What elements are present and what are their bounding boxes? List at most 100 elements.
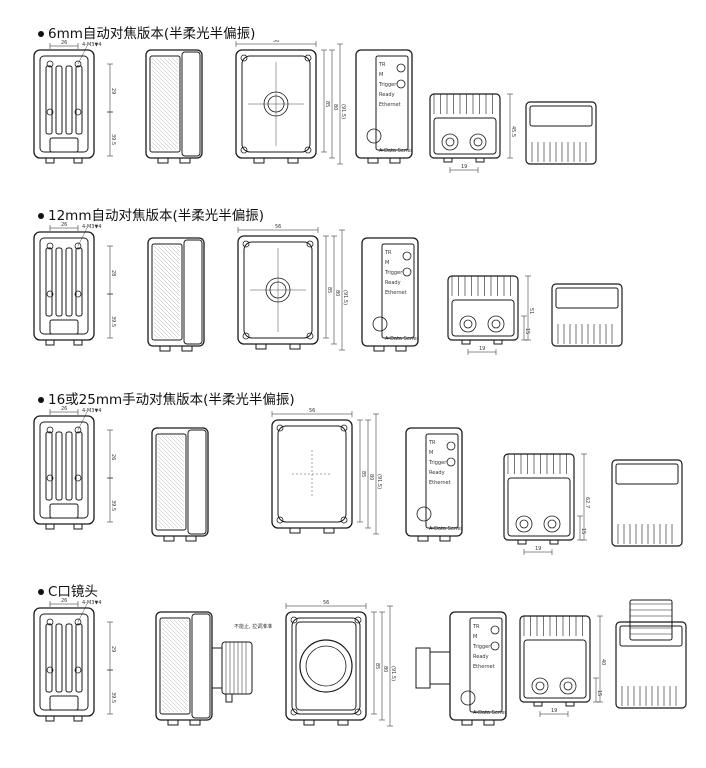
hatch-line <box>161 675 189 703</box>
hatch-line <box>157 451 185 479</box>
hatch-line <box>173 619 189 635</box>
hatch-pattern <box>157 435 185 529</box>
m12-connector <box>515 515 533 533</box>
hatch-line <box>157 511 175 529</box>
indicator-label: Ready <box>429 470 445 476</box>
heat-sink-fin <box>65 247 73 317</box>
top-housing <box>611 459 683 547</box>
dimension-label: 56 <box>309 408 315 414</box>
corner-screw <box>304 146 312 154</box>
mount-hole <box>74 618 82 626</box>
heat-sink-fin <box>45 65 53 135</box>
dimension-label: 15 <box>580 528 586 534</box>
indicator-label: Trigger <box>384 270 403 276</box>
dimension-label: 45.5 <box>510 126 516 137</box>
hatch-line <box>161 635 189 663</box>
hatch-line <box>157 439 185 467</box>
front-housing <box>285 611 367 721</box>
hatch-line <box>151 105 179 133</box>
hatch-line <box>153 313 179 339</box>
front-bezel <box>187 429 207 535</box>
section-heading-3: 16或25mm手动对焦版本(半柔光半偏振) <box>38 388 295 408</box>
leader-line <box>77 411 88 431</box>
hatch-line <box>161 683 189 711</box>
heat-sink-fin <box>55 247 63 317</box>
hatch-line <box>161 655 189 683</box>
connector-face <box>433 117 497 155</box>
screw-note: 4-M3▼4 <box>82 224 102 230</box>
back-housing <box>33 49 95 159</box>
bottom-housing <box>519 615 591 703</box>
hatch-line <box>161 671 189 699</box>
indicator-label: M <box>379 72 383 78</box>
top-view <box>611 459 683 547</box>
hatch-line <box>185 619 189 623</box>
front-bezel <box>183 239 203 345</box>
connector-face <box>523 639 587 699</box>
screw-note: 4-M3▼4 <box>82 42 102 48</box>
mount-hole <box>74 474 82 482</box>
m12-connector <box>543 515 561 533</box>
hatch-line <box>161 643 189 671</box>
hatch-line <box>151 97 179 125</box>
hatch-line <box>157 435 185 463</box>
top-housing <box>615 621 687 709</box>
heat-sink-fin <box>65 623 73 693</box>
mount-hole <box>74 666 82 674</box>
corner-screw <box>306 332 314 340</box>
foot <box>163 535 175 542</box>
leader-line <box>77 227 88 247</box>
heat-sink-fin <box>65 65 73 135</box>
hatch-line <box>151 81 179 109</box>
foot <box>461 339 471 345</box>
hatch-line <box>161 631 189 659</box>
back-housing <box>33 231 95 341</box>
hatch-line <box>153 253 181 281</box>
back-housing <box>33 415 95 525</box>
hatch-line <box>151 77 179 105</box>
screw-note: 4-M3▼4 <box>82 408 102 414</box>
bottom-housing <box>503 453 575 541</box>
mount-hole <box>74 426 82 434</box>
side-panel <box>159 617 191 715</box>
indicator-label: Ready <box>385 280 401 286</box>
hatch-line <box>151 93 179 121</box>
hatch-line <box>161 619 189 647</box>
hatch-line <box>157 519 167 529</box>
m12-connector <box>559 677 577 695</box>
side-housing <box>147 237 205 347</box>
side-panel <box>151 243 183 341</box>
hatch-line <box>165 245 181 261</box>
mount-hole <box>74 290 82 298</box>
status-led <box>446 441 456 451</box>
hatch-line <box>161 245 181 265</box>
indicator-label: Ethernet <box>429 480 451 486</box>
dimension-label: 15 <box>524 328 530 334</box>
hatch-line <box>153 245 181 273</box>
mount-hole <box>46 290 54 298</box>
indicator-label: TR <box>378 62 386 68</box>
hatch-line <box>157 479 185 507</box>
foot <box>323 527 335 534</box>
heat-sink-fin <box>75 65 83 135</box>
trigger-button <box>460 690 476 706</box>
hatch-line <box>151 113 179 141</box>
hatch-line <box>153 261 181 289</box>
back-housing <box>33 607 95 717</box>
hatch-line <box>161 667 189 695</box>
dimension-label: (91.5) <box>340 104 346 119</box>
foot <box>45 715 55 722</box>
bottom-housing <box>429 93 501 159</box>
lens-mount <box>211 647 223 689</box>
hatch-line <box>153 277 181 305</box>
hatch-line <box>153 325 167 339</box>
